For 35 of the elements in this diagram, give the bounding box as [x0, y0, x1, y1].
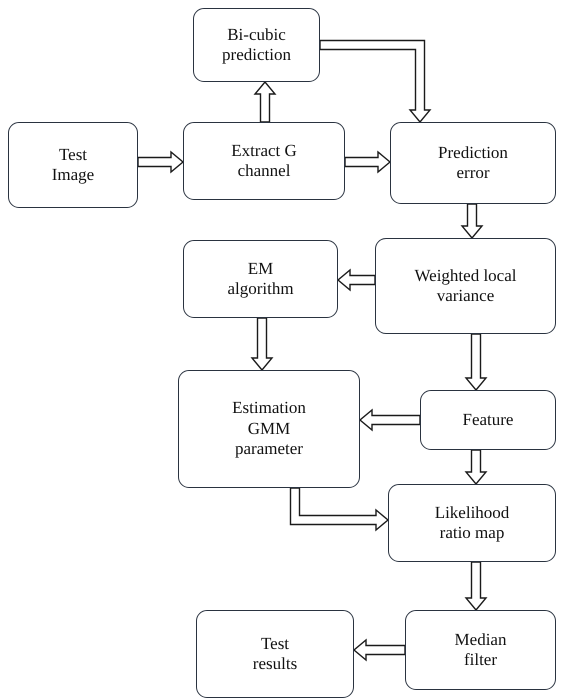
process-box	[390, 122, 556, 204]
arrow	[352, 638, 406, 662]
process-box	[8, 122, 138, 208]
box-label: Extract G channel	[230, 140, 298, 182]
box-label: Likelihood ratio map	[434, 502, 510, 544]
process-box	[375, 238, 556, 334]
process-box	[178, 370, 360, 488]
arrow	[464, 333, 488, 392]
box-label: EM algorithm	[226, 258, 295, 300]
process-box	[183, 240, 338, 318]
process-box	[183, 122, 345, 200]
process-box	[405, 610, 556, 690]
arrow	[336, 268, 376, 292]
process-box	[388, 484, 556, 562]
box-label: Weighted local variance	[413, 266, 518, 306]
box-label: Prediction error	[437, 142, 509, 184]
process-box	[420, 390, 556, 450]
process-box	[193, 8, 320, 82]
box-label: Estimation GMM parameter	[231, 398, 307, 460]
arrow	[254, 80, 276, 123]
arrow	[344, 150, 392, 174]
arrow	[250, 317, 274, 372]
arrow	[464, 449, 488, 486]
box-label: Test Image	[50, 144, 96, 186]
box-label: Bi-cubic prediction	[221, 24, 292, 66]
arrow	[464, 561, 488, 612]
box-label: Median filter	[454, 630, 508, 670]
arrow	[137, 150, 184, 174]
arrow	[319, 40, 432, 124]
box-label: Test results	[252, 634, 298, 674]
arrow	[358, 408, 421, 432]
arrow	[460, 203, 484, 240]
arrow	[290, 487, 390, 532]
box-label: Feature	[462, 410, 514, 430]
process-box	[196, 610, 354, 698]
